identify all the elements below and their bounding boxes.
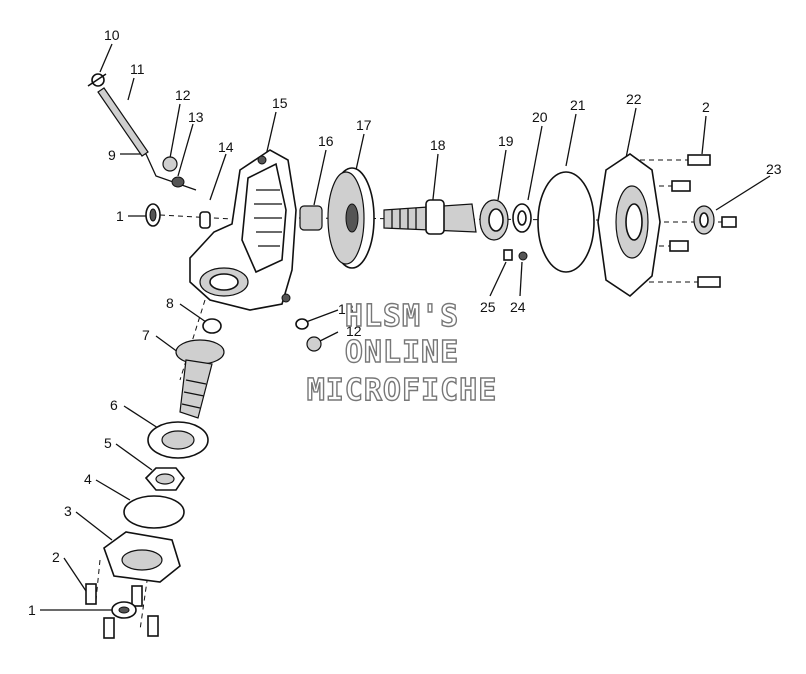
part-14-pin [199, 211, 211, 229]
part-7-pinion-shaft [175, 339, 225, 419]
part-25-bolt-small [503, 249, 513, 261]
watermark-line-2: ONLINE [345, 335, 459, 370]
callout-5: 5 [104, 435, 112, 451]
callout-21: 21 [570, 97, 586, 113]
callout-4: 4 [84, 471, 92, 487]
part-6-bearing [147, 421, 209, 459]
part-5-nut [144, 467, 185, 491]
part-4-o-ring [123, 495, 185, 529]
part-8-bushing [202, 318, 222, 334]
callout-6: 6 [110, 397, 118, 413]
part-13-washer-upper [171, 176, 185, 188]
callout-23: 23 [766, 161, 782, 177]
callout-3: 3 [64, 503, 72, 519]
part-11-rod [97, 87, 149, 157]
callout-20: 20 [532, 109, 548, 125]
callout-7: 7 [142, 327, 150, 343]
part-18-shaft [383, 199, 477, 235]
part-3-bearing-cap [103, 531, 181, 583]
callout-2: 2 [702, 99, 710, 115]
part-1-seal-upper [145, 203, 161, 227]
callout-19: 19 [498, 133, 514, 149]
callout-8: 8 [166, 295, 174, 311]
callout-12: 12 [175, 87, 191, 103]
callout-17: 17 [356, 117, 372, 133]
callout-25: 25 [480, 299, 496, 315]
part-2-bolts-cap [85, 583, 159, 639]
part-23-seal [693, 205, 715, 235]
callout-1-lower: 1 [28, 602, 36, 618]
callout-13-lower: 13 [338, 301, 354, 317]
part-15-gear-housing [189, 149, 297, 311]
callout-12-lower: 12 [346, 323, 362, 339]
callout-13: 13 [188, 109, 204, 125]
callout-18: 18 [430, 137, 446, 153]
watermark-line-3: MICROFICHE [307, 373, 498, 408]
part-21-o-ring [537, 171, 595, 273]
part-19-bearing [479, 199, 509, 241]
callout-labels: 10 11 12 13 9 14 15 16 17 18 19 20 21 22… [28, 27, 782, 618]
part-2-bolts-cover [669, 154, 737, 288]
callout-10: 10 [104, 27, 120, 43]
part-1-seal-lower [111, 601, 137, 619]
part-10-fitting [87, 73, 107, 87]
part-24-washer-small [518, 251, 528, 261]
part-17-gear [327, 167, 375, 269]
callout-16: 16 [318, 133, 334, 149]
watermark: HLSM'S ONLINE MICROFICHE [306, 298, 498, 408]
part-12-nut-lower [306, 336, 322, 352]
part-22-cover [597, 153, 661, 298]
callout-14: 14 [218, 139, 234, 155]
part-16-bushing [299, 205, 323, 231]
callout-22: 22 [626, 91, 642, 107]
callout-24: 24 [510, 299, 526, 315]
watermark-line-1: HLSM'S [345, 299, 459, 334]
part-13-washer-lower [295, 318, 309, 330]
callout-2-lower: 2 [52, 549, 60, 565]
callout-15: 15 [272, 95, 288, 111]
part-20-washer [512, 203, 532, 233]
part-12-nut-upper [162, 156, 178, 172]
callout-9: 9 [108, 147, 116, 163]
callout-11: 11 [130, 61, 145, 77]
callout-1: 1 [116, 208, 124, 224]
